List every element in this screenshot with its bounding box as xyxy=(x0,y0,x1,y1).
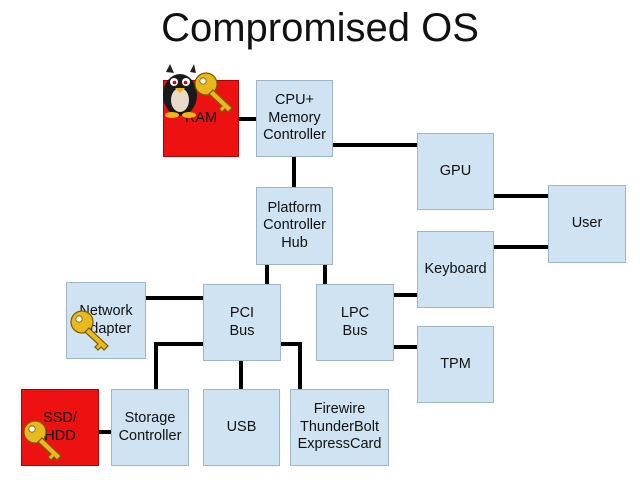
usb-box: USB xyxy=(203,389,280,466)
ssd-hdd-box: SSD/ HDD xyxy=(21,389,99,466)
connector-keyboard-user xyxy=(493,245,548,249)
connector-ram-cpu xyxy=(238,117,256,121)
connector-pci-usb xyxy=(239,360,243,389)
connector-ssd-storage xyxy=(98,430,112,434)
connector-cpu-gpu xyxy=(332,143,418,147)
key-icon xyxy=(70,310,109,351)
key-icon xyxy=(194,72,233,113)
firewire-thunderbolt-expresscard-box: Firewire ThunderBolt ExpressCard xyxy=(290,389,389,466)
connector-pch-lpc xyxy=(323,264,327,285)
gpu-box: GPU xyxy=(417,133,494,210)
connector-lpc-tpm xyxy=(393,345,418,349)
connector-cpu-pch xyxy=(292,156,296,188)
keyboard-box: Keyboard xyxy=(417,231,494,308)
connector-gpu-user xyxy=(493,194,548,198)
pci-bus-box: PCI Bus xyxy=(203,284,281,361)
connector-pci-storage-h xyxy=(154,342,203,346)
connector-pci-firewire-h xyxy=(280,342,302,346)
connector-pci-storage-v xyxy=(154,342,158,389)
connector-pch-pci xyxy=(265,264,269,285)
cpu-memory-controller-box: CPU+ Memory Controller xyxy=(256,80,333,157)
tpm-box: TPM xyxy=(417,326,494,403)
storage-controller-box: Storage Controller xyxy=(111,389,189,466)
user-box: User xyxy=(548,185,626,263)
key-icon xyxy=(23,420,62,461)
connector-network-pci xyxy=(145,296,203,300)
diagram-title: Compromised OS xyxy=(161,6,479,50)
connector-lpc-keyboard xyxy=(393,293,418,297)
platform-controller-hub-box: Platform Controller Hub xyxy=(256,187,333,265)
connector-pci-firewire-v xyxy=(298,342,302,389)
lpc-bus-box: LPC Bus xyxy=(316,284,394,361)
devil-penguin-icon xyxy=(163,64,197,118)
